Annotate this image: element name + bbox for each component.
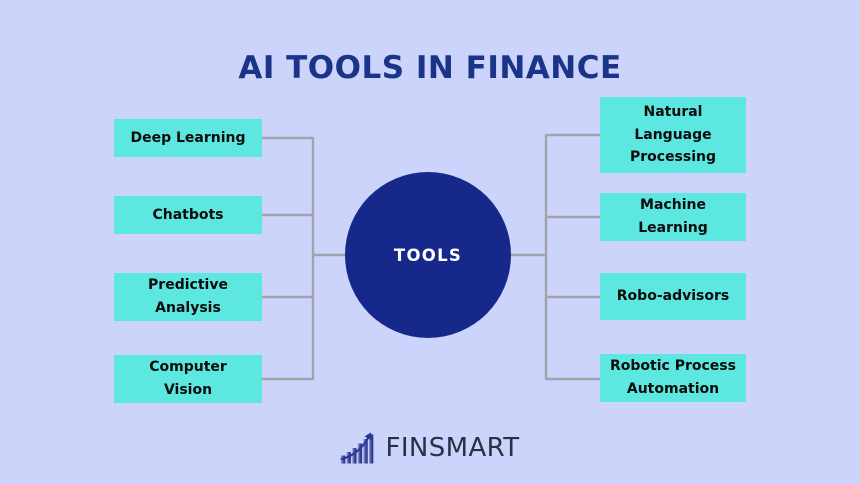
center-node-tools[interactable]: TOOLS	[345, 172, 511, 338]
footer-logo: FINSMART	[0, 426, 860, 468]
node-label: Natural Language Processing	[629, 103, 717, 166]
node-label: Predictive Analysis	[148, 277, 228, 316]
node-label: Robotic Process Automation	[610, 358, 736, 397]
node-label: Robo-advisors	[616, 288, 730, 305]
node-box-computer-vision[interactable]: Computer Vision	[114, 355, 262, 403]
node-label: Chatbots	[152, 206, 224, 223]
center-node-label: TOOLS	[393, 245, 463, 265]
node-box-robotic-process-automation[interactable]: Robotic Process Automation	[600, 354, 746, 402]
node-box-predictive-analysis[interactable]: Predictive Analysis	[114, 273, 262, 321]
node-box-machine-learning[interactable]: Machine Learning	[600, 193, 746, 241]
node-label: Machine Learning	[638, 197, 708, 236]
node-box-deep-learning[interactable]: Deep Learning	[114, 119, 262, 157]
node-box-natural-language-processing[interactable]: Natural Language Processing	[600, 97, 746, 173]
node-box-chatbots[interactable]: Chatbots	[114, 196, 262, 234]
page-title: AI TOOLS IN FINANCE	[238, 50, 622, 86]
logo-wordmark: FINSMART	[385, 433, 520, 463]
growth-bar-chart-arrow-icon	[340, 432, 374, 464]
node-label: Computer Vision	[149, 359, 227, 398]
node-label: Deep Learning	[130, 129, 246, 146]
node-box-robo-advisors[interactable]: Robo-advisors	[600, 273, 746, 320]
